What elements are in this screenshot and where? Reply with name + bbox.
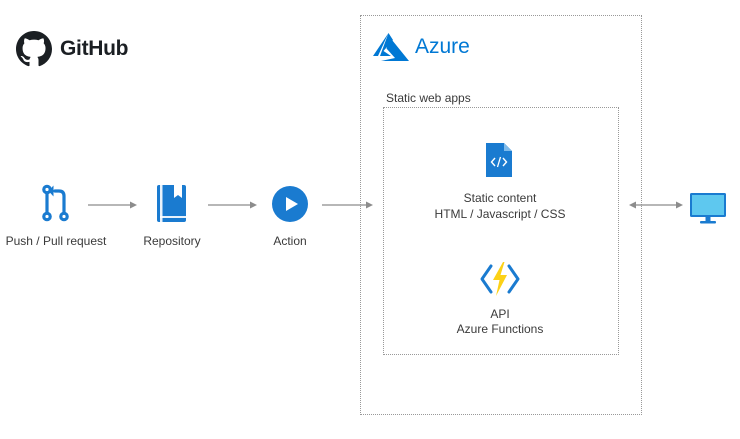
github-brand: GitHub [16, 31, 128, 67]
static-content-subtitle: HTML / Javascript / CSS [434, 207, 566, 221]
arrow-azure-client [629, 201, 683, 209]
static-web-apps-label: Static web apps [386, 91, 471, 105]
azure-logo-icon [373, 33, 409, 61]
arrow-pr-to-repo [88, 201, 137, 209]
static-web-apps-region [383, 107, 619, 355]
azure-functions-icon [480, 262, 520, 296]
github-octocat-icon [16, 31, 52, 67]
code-file-icon [486, 143, 512, 177]
azure-brand: Azure [373, 33, 470, 61]
github-brand-label: GitHub [60, 37, 129, 60]
azure-brand-label: Azure [415, 35, 470, 58]
step-repository: Repository [130, 185, 214, 255]
arrow-repo-to-action [208, 201, 257, 209]
api-subtitle: Azure Functions [456, 322, 544, 336]
step-pull-request-label: Push / Pull request [5, 234, 107, 248]
repository-icon [157, 185, 186, 222]
step-action-label: Action [273, 234, 307, 248]
monitor-icon [690, 193, 726, 224]
static-content-title: Static content [463, 191, 537, 205]
action-play-icon [272, 186, 308, 222]
step-repository-label: Repository [143, 234, 201, 248]
step-action: Action [255, 185, 325, 255]
api-title: API [490, 307, 510, 321]
step-pull-request: Push / Pull request [0, 184, 112, 255]
pull-request-icon [42, 184, 69, 222]
azure-region [360, 15, 642, 415]
